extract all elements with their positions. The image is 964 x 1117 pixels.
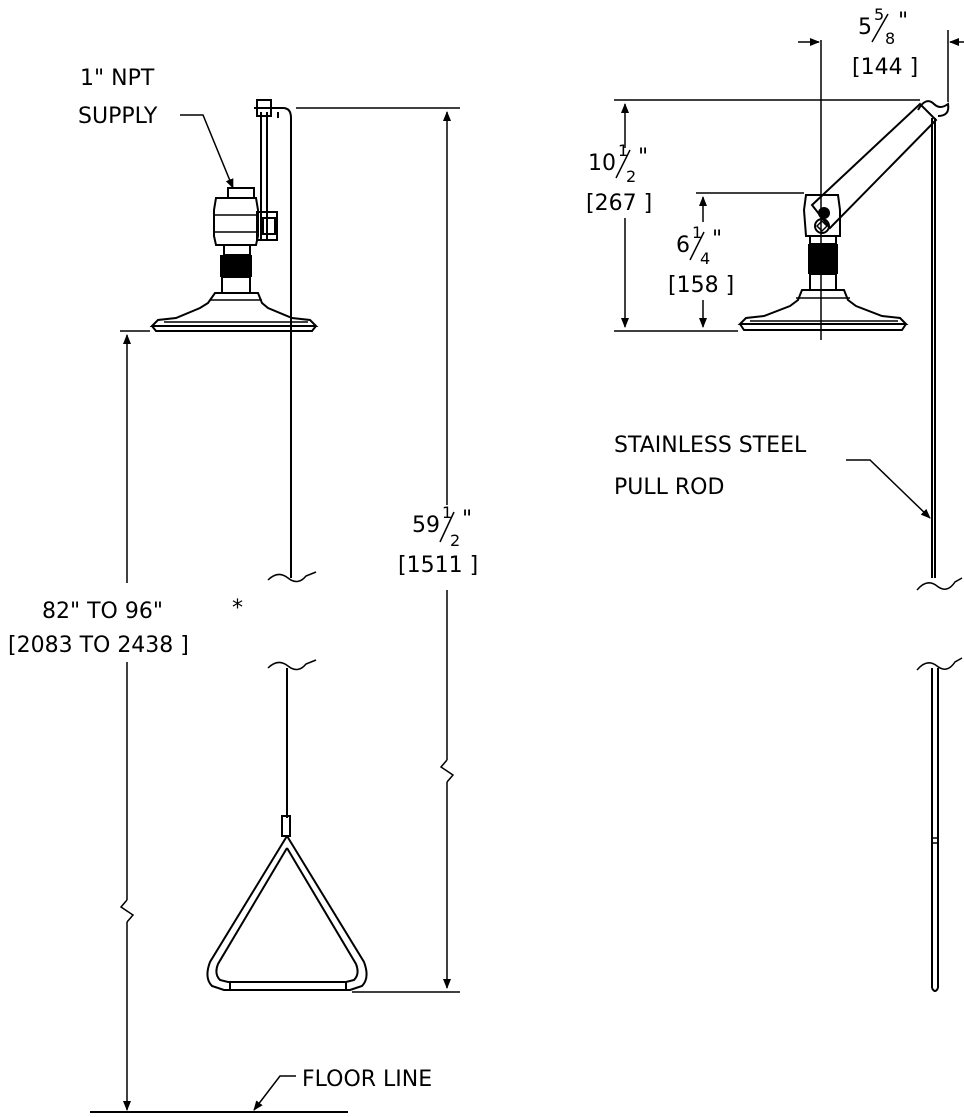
height-whole: 59 (412, 513, 440, 538)
height-dimension: 59 1 2 " [1511 ] (296, 107, 478, 993)
drop-inch-mark: " (638, 145, 648, 170)
ball-valve (213, 187, 259, 256)
valve-numerator: 1 (692, 223, 702, 242)
break-line-upper (267, 571, 317, 583)
pull-rod-callout: STAINLESS STEEL PULL ROD (614, 433, 931, 519)
valve-denominator: 4 (700, 249, 710, 268)
valve-dimension: 6 1 4 " [158 ] (668, 192, 804, 328)
break-line-lower (267, 659, 317, 671)
supply-label-line2: SUPPLY (78, 104, 158, 129)
floor-line-label: FLOOR LINE (302, 1067, 432, 1092)
pull-handle (206, 835, 368, 991)
mount-height-dimension: 82" TO 96" * [2083 TO 2438 ] (8, 330, 243, 1111)
supply-callout: 1" NPT SUPPLY (78, 66, 234, 189)
break-line-upper-side (916, 577, 963, 591)
valve-inch-mark: " (712, 227, 722, 252)
height-numerator: 1 (442, 503, 452, 522)
supply-label-line1: 1" NPT (80, 66, 155, 91)
ball-valve-side (802, 194, 841, 245)
mount-height-inches: 82" TO 96" (42, 599, 163, 624)
height-denominator: 2 (450, 531, 460, 550)
mount-height-asterisk: * (232, 596, 243, 621)
drop-whole: 10 (588, 151, 616, 176)
front-view (149, 99, 368, 991)
valve-mm: [158 ] (668, 273, 734, 298)
offset-whole: 5 (858, 15, 872, 40)
drop-dimension: 10 1 2 " [267 ] (586, 99, 920, 332)
mount-height-mm: [2083 TO 2438 ] (8, 633, 189, 658)
pipe-nipple (220, 255, 252, 277)
drop-denominator: 2 (626, 167, 636, 186)
drop-mm: [267 ] (586, 191, 652, 216)
shower-head (149, 276, 319, 332)
drop-numerator: 1 (618, 141, 628, 160)
offset-denominator: 8 (885, 29, 895, 48)
floor-line-callout: FLOOR LINE (90, 1067, 432, 1113)
rod-label-line1: STAINLESS STEEL (614, 433, 807, 458)
pipe-nipple-side (808, 244, 838, 274)
offset-numerator: 5 (874, 5, 884, 24)
pivot-loop (917, 100, 950, 117)
break-line-lower-side (916, 657, 963, 671)
valve-whole: 6 (676, 233, 690, 258)
rod-label-line2: PULL ROD (614, 475, 724, 500)
offset-dimension: 5 5 8 " [144 ] (798, 5, 964, 102)
height-mm: [1511 ] (398, 553, 478, 578)
shower-head-side (737, 273, 909, 331)
offset-mm: [144 ] (852, 55, 918, 80)
height-inch-mark: " (462, 507, 472, 532)
actuator-arm (810, 102, 938, 230)
supply-pipe (270, 107, 292, 578)
offset-inch-mark: " (898, 9, 908, 34)
side-view (737, 40, 963, 992)
